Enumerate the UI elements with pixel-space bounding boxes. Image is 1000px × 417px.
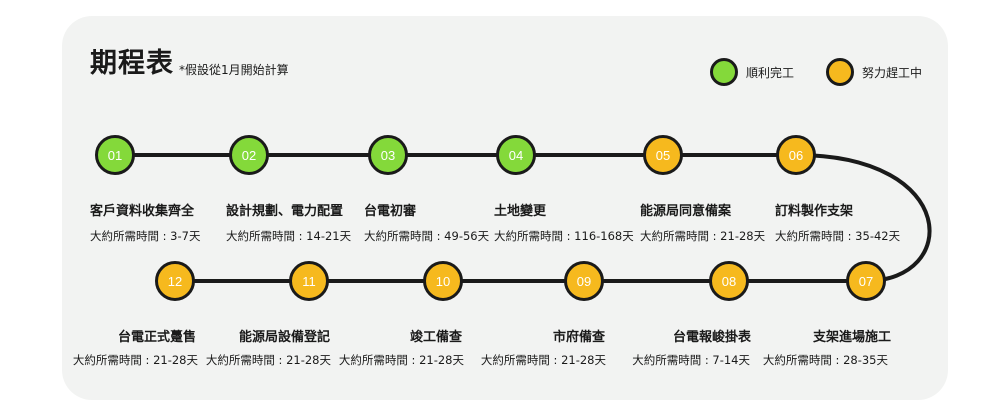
step-node-06: 06 bbox=[776, 135, 816, 175]
step-name: 台電初審 bbox=[364, 204, 417, 219]
legend-item-done: 順利完工 bbox=[710, 58, 794, 86]
step-node-09: 09 bbox=[564, 261, 604, 301]
step-duration: 大約所需時間 : 35-42天 bbox=[775, 229, 901, 243]
step-duration: 大約所需時間 : 7-14天 bbox=[632, 353, 750, 367]
step-name: 市府備查 bbox=[552, 330, 605, 345]
step-node-07: 07 bbox=[846, 261, 886, 301]
step-name: 竣工備查 bbox=[409, 330, 462, 345]
step-duration: 大約所需時間 : 28-35天 bbox=[762, 353, 888, 367]
step-name: 設計規劃、電力配置 bbox=[226, 204, 344, 219]
timeline-connector bbox=[115, 153, 932, 283]
step-duration: 大約所需時間 : 21-28天 bbox=[205, 353, 331, 367]
step-name: 台電正式躉售 bbox=[117, 330, 196, 345]
step-name: 支架進場施工 bbox=[812, 330, 891, 345]
step-node-02: 02 bbox=[229, 135, 269, 175]
step-duration: 大約所需時間 : 21-28天 bbox=[338, 353, 464, 367]
step-duration: 大約所需時間 : 116-168天 bbox=[494, 229, 634, 243]
step-duration: 大約所需時間 : 21-28天 bbox=[72, 353, 198, 367]
step-node-04: 04 bbox=[496, 135, 536, 175]
schedule-card bbox=[62, 16, 948, 400]
rush-dot-icon bbox=[826, 58, 854, 86]
step-duration: 大約所需時間 : 3-7天 bbox=[90, 229, 201, 243]
step-node-08: 08 bbox=[709, 261, 749, 301]
step-name: 台電報峻掛表 bbox=[672, 330, 751, 345]
step-node-05: 05 bbox=[643, 135, 683, 175]
step-duration: 大約所需時間 : 49-56天 bbox=[364, 229, 490, 243]
done-dot-icon bbox=[710, 58, 738, 86]
step-duration: 大約所需時間 : 14-21天 bbox=[226, 229, 352, 243]
step-name: 土地變更 bbox=[494, 204, 547, 219]
step-node-12: 12 bbox=[155, 261, 195, 301]
step-node-03: 03 bbox=[368, 135, 408, 175]
step-name: 能源局設備登記 bbox=[238, 330, 330, 345]
step-node-11: 11 bbox=[289, 261, 329, 301]
assumption-note: *假設從1月開始計算 bbox=[179, 63, 289, 77]
step-node-10: 10 bbox=[423, 261, 463, 301]
step-name: 訂料製作支架 bbox=[775, 204, 854, 219]
step-name: 能源局同意備案 bbox=[640, 204, 732, 219]
step-node-01: 01 bbox=[95, 135, 135, 175]
legend-item-rush: 努力趕工中 bbox=[826, 58, 922, 86]
step-duration: 大約所需時間 : 21-28天 bbox=[640, 229, 766, 243]
page-title: 期程表 bbox=[90, 48, 174, 79]
legend-label: 順利完工 bbox=[746, 65, 795, 80]
step-duration: 大約所需時間 : 21-28天 bbox=[480, 353, 606, 367]
step-name: 客戶資料收集齊全 bbox=[90, 204, 195, 219]
legend-label: 努力趕工中 bbox=[862, 65, 923, 80]
